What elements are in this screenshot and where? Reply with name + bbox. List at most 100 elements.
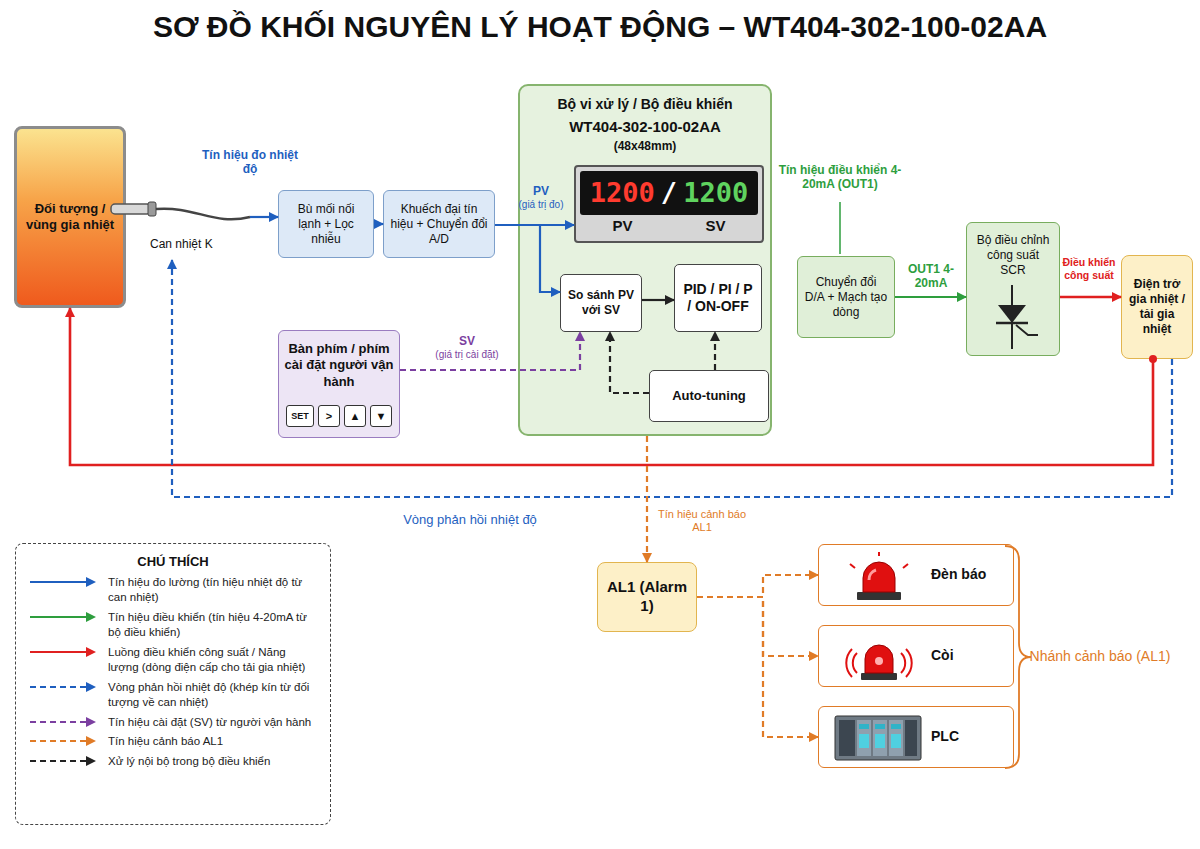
legend-line [28,575,98,589]
node-text: Bộ điều chỉnh công suất SCR [973,233,1053,278]
legend-line [28,754,98,768]
legend-arrowhead [86,647,96,657]
connector [642,299,674,301]
legend-text: Luồng điều khiển công suất / Năng lượng … [108,645,318,675]
node-text: Bù mối nối lạnh + Lọc nhiễu [285,202,367,247]
legend-arrowhead [86,717,96,727]
edge-label: Vòng phản hồi nhiệt độ [360,512,580,528]
display-slash: / [661,176,677,210]
heated-zone: Đối tượng / vùng gia nhiệt [14,126,126,308]
process-box: Chuyển đổi D/A + Mạch tạo dòng [797,256,895,338]
alarm-output-text: PLC [931,728,959,746]
junction-dot [1149,355,1157,363]
legend-stroke [30,616,88,618]
edge-label: Tín hiệu cảnh báo AL1 [656,508,748,534]
signal-label: Nhánh cảnh báo (AL1) [1020,648,1180,665]
node-text: Khuếch đại tín hiệu + Chuyển đổi A/D [390,202,488,247]
legend-arrowhead [86,682,96,692]
signal-label: (giá trị đo) [505,199,577,211]
signal-label: Tín hiệu điều khiển 4-20mA (OUT1) [776,163,904,192]
process-box: Khuếch đại tín hiệu + Chuyển đổi A/D [383,190,495,258]
legend-row: Xử lý nội bộ trong bộ điều khiển [28,754,318,769]
edge-label: PV [521,184,561,198]
node-text: Đối tượng / vùng gia nhiệt [23,201,117,234]
connector [895,296,966,298]
edge-label: Tín hiệu đo nhiệt độ [200,148,300,177]
legend-row: Tín hiệu đo lường (tín hiệu nhiệt độ từ … [28,575,318,605]
node-text: Điện trở gia nhiệt / tải gia nhiệt [1128,277,1186,337]
scr-symbol [984,285,1044,349]
node-text: Auto-tuning [672,388,746,404]
legend-stroke [30,720,88,722]
key-row: SET>▲▼ [286,405,392,427]
alarm-bracket [1005,546,1031,768]
alarm-output: Còi [818,625,1014,687]
alarm-box: AL1 (Alarm 1) [597,562,697,632]
node-text: Can nhiệt K [150,237,213,252]
legend-stroke [30,686,88,688]
legend-box: CHÚ THÍCH Tín hiệu đo lường (tín hiệu nhi… [15,543,331,825]
alarm-output-text: Còi [931,647,954,665]
display-screen: 1200/1200 [580,171,758,215]
legend-arrowhead [86,612,96,622]
connector [172,260,1172,497]
legend-stroke [30,740,88,742]
keypad-box: Bàn phím / phím cài đặt người vận hànhSE… [278,330,400,438]
alarm-output-text: Đèn báo [931,566,986,584]
connector [610,332,649,393]
legend-text: Xử lý nội bộ trong bộ điều khiển [108,754,318,769]
legend-row: Vòng phản hồi nhiệt độ (khép kín từ đối … [28,680,318,710]
connector [374,223,383,225]
legend-stroke [30,651,88,653]
edge-label: OUT1 4-20mA [900,262,962,291]
legend-row: Tín hiệu cài đặt (SV) từ người vận hành [28,715,318,730]
controller-box: Bộ vi xử lý / Bộ điều khiểnWT404-302-100… [518,84,772,436]
legend-line [28,734,98,748]
leader-line [839,202,841,254]
alarm-output: PLC [818,706,1014,768]
connector [495,225,560,292]
legend-stroke [30,581,88,583]
legend-arrowhead [86,736,96,746]
display-label: PV [612,217,632,236]
process-box: Bù mối nối lạnh + Lọc nhiễu [278,190,374,258]
connector [714,332,716,370]
node-text: PID / PI / P / ON-OFF [681,281,755,316]
scr-box: Bộ điều chỉnh công suất SCR [966,222,1060,356]
connector [646,436,648,562]
display-legend: PVSV [576,217,762,236]
legend-arrowhead [86,756,96,766]
process-box: Auto-tuning [649,370,769,422]
legend-row: Tín hiệu điều khiển (tín hiệu 4-20mA từ … [28,610,318,640]
edge-label: Điều khiển công suất [1059,256,1119,281]
legend-row: Luồng điều khiển công suất / Năng lượng … [28,645,318,675]
probe-head [148,202,156,216]
controller-model: WT404-302-100-02AA [569,118,721,137]
legend-line [28,715,98,729]
edge-label: SV [447,334,487,348]
keypad-title: Bàn phím / phím cài đặt người vận hành [284,341,394,390]
connector [697,597,818,656]
connector [697,575,818,597]
sv-value: 1200 [683,176,748,210]
legend-title: CHÚ THÍCH [28,554,318,569]
diagram-title: SƠ ĐỒ KHỐI NGUYÊN LÝ HOẠT ĐỘNG – WT404-3… [0,10,1200,44]
connector [70,308,1153,465]
connector [400,332,580,370]
connector [697,597,818,737]
legend-text: Tín hiệu đo lường (tín hiệu nhiệt độ từ … [108,575,318,605]
legend-text: Tín hiệu cài đặt (SV) từ người vận hành [108,715,318,730]
probe-sheath [111,204,151,214]
controller-heading: Bộ vi xử lý / Bộ điều khiển [557,96,732,114]
key-cap: ▲ [344,405,366,427]
node-text: Chuyển đổi D/A + Mạch tạo dòng [804,275,888,320]
legend-arrowhead [86,577,96,587]
legend-text: Tín hiệu điều khiển (tín hiệu 4-20mA từ … [108,610,318,640]
key-cap: SET [286,405,314,427]
signal-label: (giá trị cài đặt) [412,349,522,361]
connector [250,216,278,218]
process-box: PID / PI / P / ON-OFF [674,264,762,332]
node-text: AL1 (Alarm 1) [604,578,690,616]
node-text: So sánh PV với SV [567,288,635,318]
legend-text: Vòng phản hồi nhiệt độ (khép kín từ đối … [108,680,318,710]
